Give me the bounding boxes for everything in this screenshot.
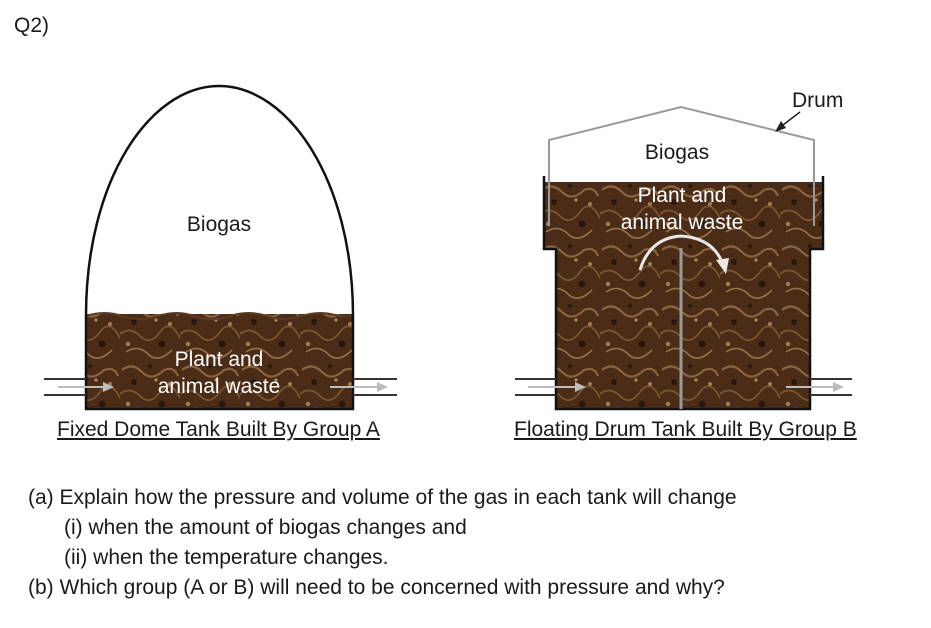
question-list: (a) Explain how the pressure and volume … bbox=[28, 483, 737, 603]
biogas-label-a: Biogas bbox=[187, 213, 251, 236]
tank-b-outline bbox=[542, 176, 825, 411]
inlet-arrow-b bbox=[528, 382, 586, 392]
waste-fill-a bbox=[86, 314, 353, 409]
outlet-pipe-a bbox=[353, 378, 397, 396]
waste-label-b-line1: Plant and bbox=[638, 184, 727, 207]
waste-label-b-line2: animal waste bbox=[621, 211, 744, 234]
fixed-dome-tank: Biogas Plant and animal waste bbox=[44, 84, 397, 411]
drum-label: Drum bbox=[792, 89, 843, 112]
waste-surface-a bbox=[85, 312, 353, 320]
floating-drum bbox=[548, 105, 815, 226]
question-a: (a) Explain how the pressure and volume … bbox=[28, 486, 737, 509]
drum-callout bbox=[775, 111, 801, 132]
question-b: (b) Which group (A or B) will need to be… bbox=[28, 576, 725, 599]
floating-drum-tank: Drum Biogas Plant and animal waste bbox=[515, 89, 852, 411]
biogas-label-b: Biogas bbox=[645, 141, 709, 164]
circulation-arrow bbox=[638, 234, 729, 274]
inlet-arrow-a bbox=[58, 382, 114, 392]
dome-outline bbox=[84, 84, 355, 411]
waste-label-a-line2: animal waste bbox=[158, 375, 281, 398]
inlet-pipe-b bbox=[515, 378, 556, 396]
outlet-arrow-b bbox=[786, 382, 844, 392]
inlet-pipe-a bbox=[44, 378, 86, 396]
outlet-pipe-b bbox=[810, 378, 852, 396]
question-a-ii: (ii) when the temperature changes. bbox=[64, 546, 389, 569]
biogas-tanks-diagram: Biogas Plant and animal waste Drum bbox=[44, 84, 852, 411]
question-a-i: (i) when the amount of biogas changes an… bbox=[64, 516, 467, 539]
waste-fill-b-lower bbox=[556, 249, 810, 409]
question-number: Q2) bbox=[14, 14, 50, 37]
waste-label-a-line1: Plant and bbox=[175, 348, 264, 371]
waste-fill-b-upper bbox=[544, 182, 823, 249]
caption-tank-b: Floating Drum Tank Built By Group B bbox=[514, 418, 857, 441]
outlet-arrow-a bbox=[330, 382, 388, 392]
caption-tank-a: Fixed Dome Tank Built By Group A bbox=[57, 418, 380, 441]
